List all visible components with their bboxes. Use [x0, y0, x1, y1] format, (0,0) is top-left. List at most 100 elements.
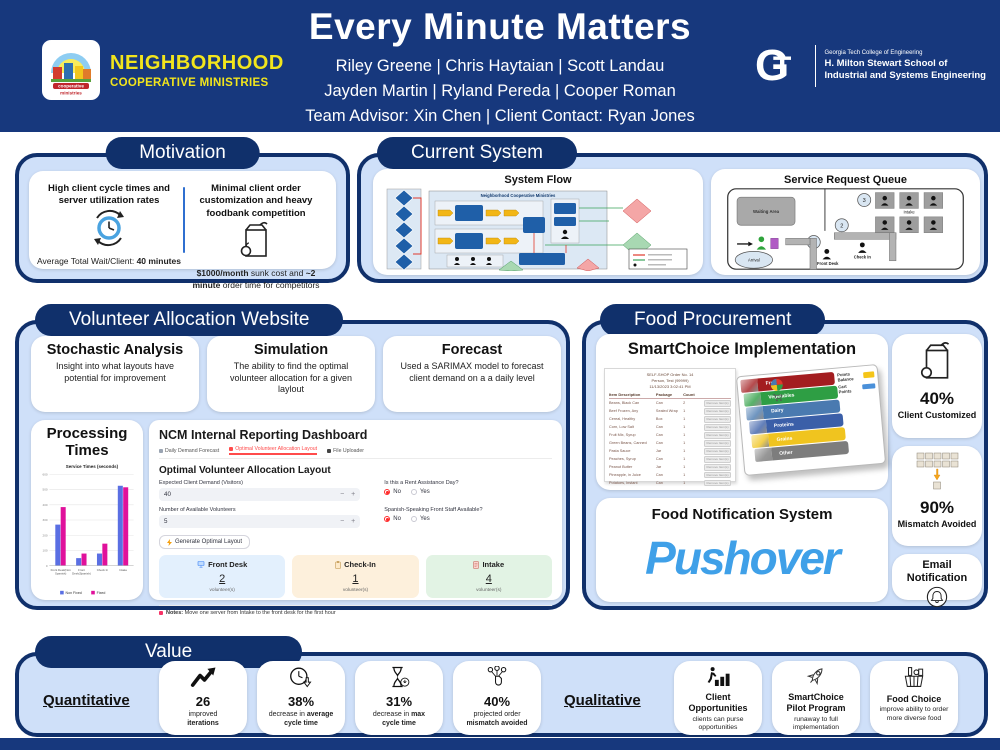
food-procurement-section: Food Procurement SmartChoice Implementat…: [582, 304, 988, 610]
tab-icon: [159, 448, 163, 453]
motivation-left: High client cycle times and server utili…: [35, 183, 183, 267]
svg-text:Arrival: Arrival: [748, 258, 760, 263]
volunteers-input[interactable]: 5 − +: [159, 515, 361, 528]
gt-divider: [815, 45, 817, 87]
svg-text:300: 300: [43, 518, 48, 522]
svg-text:Fixed: Fixed: [97, 591, 106, 595]
spanish-field: Spanish-Speaking Front Staff Available? …: [384, 507, 552, 528]
category-photo: [742, 392, 761, 407]
rocket-icon: [806, 668, 823, 686]
remove-item-button[interactable]: Remove Item(s): [703, 479, 731, 487]
myplate-icon: [770, 378, 783, 391]
intake-allocation-card: Intake 4 volunteer(s): [425, 555, 552, 598]
dashboard-note: Notes: Move one server from Intake to th…: [159, 605, 552, 616]
svg-text:Front Desk(Non: Front Desk(Non: [51, 568, 72, 572]
cart-points-badge: [862, 383, 876, 390]
stochastic-analysis-title: Stochastic Analysis: [46, 342, 184, 358]
dashboard-title: NCM Internal Reporting Dashboard: [159, 428, 368, 442]
remove-item-button[interactable]: Remove Item(s): [703, 447, 731, 455]
arrival-person-icon: [756, 236, 767, 250]
svg-text:200: 200: [43, 533, 48, 537]
demand-minus-button[interactable]: −: [340, 491, 345, 498]
gt-school-line2: Industrial and Systems Engineering: [824, 70, 986, 81]
motivation-right-heading: Minimal client order customization and h…: [199, 183, 313, 219]
qualitative-label: Qualitative: [564, 692, 641, 709]
category-photo: [745, 406, 764, 421]
rent-no-radio[interactable]: No: [384, 489, 401, 495]
svg-text:G: G: [755, 44, 789, 88]
bottom-bar: [0, 738, 1000, 750]
tab-icon: [327, 448, 332, 453]
ncm-name-line2: COOPERATIVE MINISTRIES: [110, 76, 269, 89]
client-customized-label: Client Customized: [897, 410, 977, 420]
tab-file-uploader[interactable]: File Uploader: [327, 448, 364, 454]
service-queue-title: Service Request Queue: [784, 174, 907, 186]
remove-item-button[interactable]: Remove Item(s): [703, 431, 731, 439]
motivation-section: Motivation High client cycle times and s…: [15, 137, 350, 290]
category-photo: [740, 378, 759, 393]
rent-yes-radio[interactable]: Yes: [410, 489, 430, 495]
spanish-yes-radio[interactable]: Yes: [410, 516, 430, 522]
remove-item-button[interactable]: Remove Item(s): [703, 399, 731, 407]
volunteer-website-section: Volunteer Allocation Website Stochastic …: [15, 304, 570, 616]
category-photo: [751, 434, 770, 449]
check-in-allocation-card: Check-In 1 volunteer(s): [292, 555, 419, 598]
grocery-basket-icon: [904, 667, 924, 687]
svg-text:0: 0: [46, 563, 48, 567]
category-photo: [753, 448, 772, 463]
volunteers-minus-button[interactable]: −: [340, 518, 345, 525]
cart-icon[interactable]: [773, 393, 784, 402]
radio-icon: [410, 516, 417, 522]
gt-logo-block: G T Georgia Tech College of Engineering …: [755, 44, 986, 88]
page-title: Every Minute Matters: [308, 6, 692, 47]
svg-text:Neighborhood Cooperative Minis: Neighborhood Cooperative Ministries: [481, 193, 556, 198]
svg-text:2: 2: [840, 223, 843, 229]
forecast-card: Forecast Used a SARIMAX model to forecas…: [383, 336, 561, 412]
remove-item-button[interactable]: Remove Item(s): [703, 455, 731, 463]
volunteers-field: Number of Available Volunteers 5 − +: [159, 507, 361, 528]
grocery-bag-icon: [920, 342, 950, 379]
dashboard-section-title: Optimal Volunteer Allocation Layout: [159, 465, 331, 476]
svg-text:Check In: Check In: [854, 254, 872, 259]
current-system-header: Current System: [377, 137, 577, 169]
remove-item-button[interactable]: Remove Item(s): [703, 423, 731, 431]
remove-item-button[interactable]: Remove Item(s): [703, 415, 731, 423]
svg-text:400: 400: [43, 502, 48, 506]
remove-item-button[interactable]: Remove Item(s): [703, 439, 731, 447]
radio-selected-icon: [384, 489, 391, 495]
system-flow-panel: System Flow Neighborhood Cooperative Min…: [373, 169, 703, 275]
demand-input[interactable]: 40 − +: [159, 488, 361, 501]
demand-plus-button[interactable]: +: [351, 491, 356, 498]
tab-daily-demand-forecast[interactable]: Daily Demand Forecast: [159, 448, 219, 454]
dashboard-tabs: Daily Demand Forecast Optimal Volunteer …: [159, 446, 552, 459]
generate-layout-button[interactable]: Generate Optimal Layout: [159, 535, 251, 549]
volunteers-plus-button[interactable]: +: [351, 518, 356, 525]
remove-item-button[interactable]: Remove Item(s): [703, 407, 731, 415]
processing-times-chart: Service Times (seconds)01002003004005006…: [43, 464, 134, 595]
remove-item-button[interactable]: Remove Item(s): [703, 463, 731, 471]
motivation-right: Minimal client order customization and h…: [182, 183, 330, 291]
svg-text:T: T: [773, 51, 791, 84]
svg-text:Non Fixed: Non Fixed: [65, 591, 81, 595]
remove-item-button[interactable]: Remove Item(s): [703, 471, 731, 479]
spanish-no-radio[interactable]: No: [384, 516, 401, 522]
svg-text:cooperative: cooperative: [58, 84, 84, 89]
bell-icon: [926, 587, 948, 608]
motivation-left-caption: Average Total Wait/Client: 40 minutes: [37, 255, 181, 266]
food-procurement-header: Food Procurement: [600, 304, 826, 336]
motivation-card: High client cycle times and server utili…: [29, 171, 336, 290]
pushover-logo: Pushover: [645, 532, 841, 584]
self-shop-receipt: SELF-SHOP Order No. 14 Person, Test (999…: [604, 368, 736, 487]
svg-text:500: 500: [43, 487, 48, 491]
stochastic-analysis-card: Stochastic Analysis Insight into what la…: [31, 336, 199, 412]
tab-optimal-volunteer-allocation[interactable]: Optimal Volunteer Allocation Layout: [229, 446, 318, 455]
authors-line-1: Riley Greene | Chris Haytaian | Scott La…: [335, 57, 665, 75]
tab-icon: [229, 447, 234, 451]
